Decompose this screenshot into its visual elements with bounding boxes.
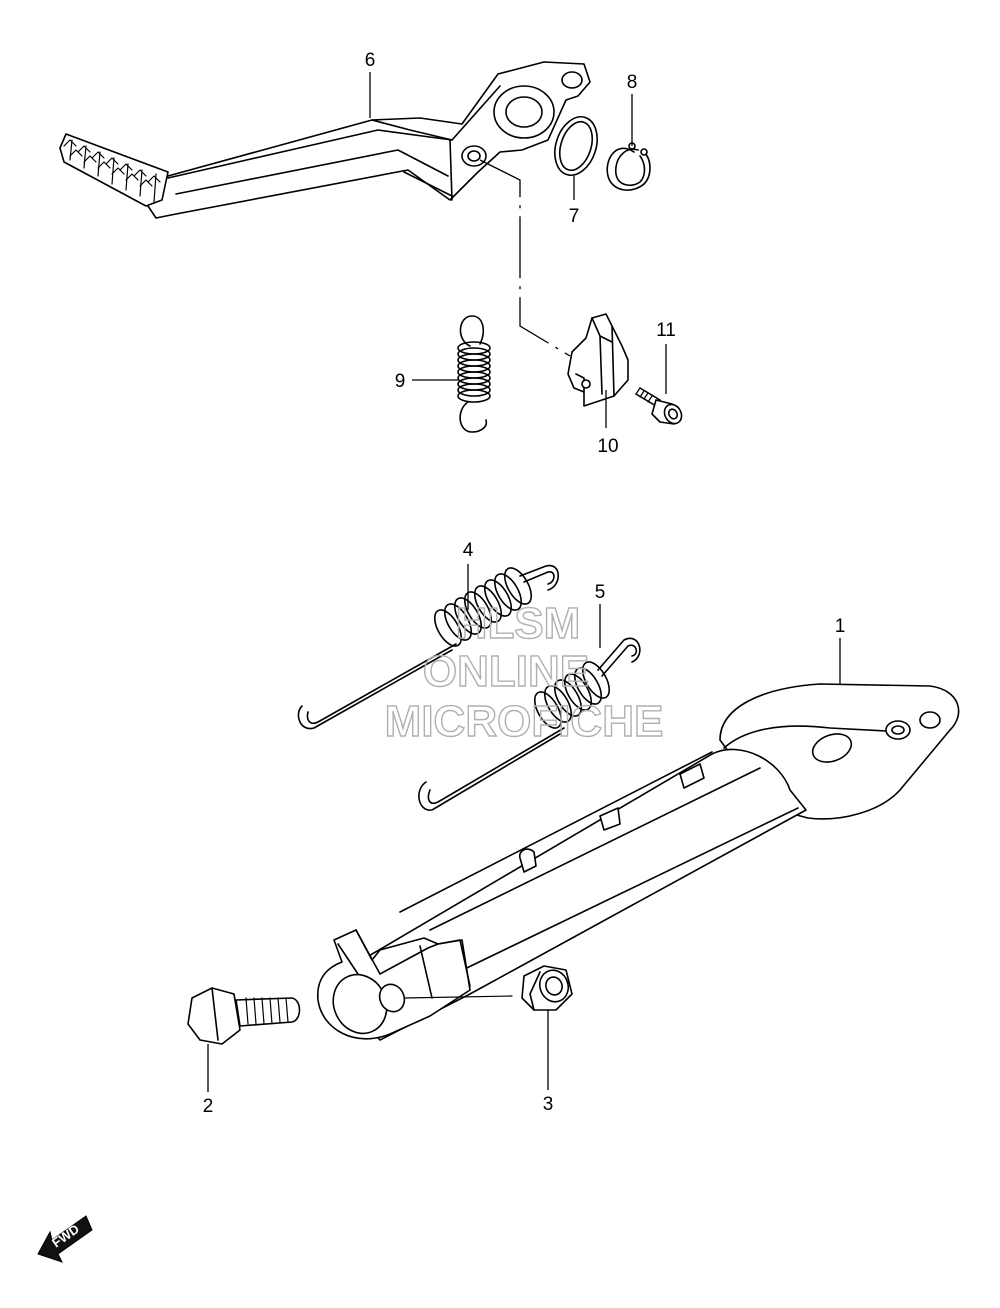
brake-pedal[interactable]	[59, 61, 591, 219]
washer[interactable]	[548, 111, 605, 180]
callout-5: 5	[595, 582, 606, 603]
svg-text:HLSM: HLSM	[456, 599, 581, 648]
assembly-line-pedal-bracket	[479, 159, 571, 357]
return-spring[interactable]	[457, 315, 491, 433]
leader-lines	[207, 72, 841, 1092]
callout-1: 1	[835, 616, 846, 637]
callout-7: 7	[569, 206, 580, 227]
watermark: HLSM ONLINE MICROFICHE	[384, 598, 664, 746]
pivot-nut[interactable]	[521, 965, 573, 1011]
callout-8: 8	[627, 72, 638, 93]
callout-2: 2	[203, 1096, 214, 1117]
assembly-line-pivot-nut	[403, 995, 513, 999]
side-stand[interactable]	[317, 683, 960, 1042]
stand-spring-5[interactable]	[418, 637, 641, 811]
callout-9: 9	[395, 371, 406, 392]
stand-spring-4[interactable]	[297, 564, 560, 730]
callout-3: 3	[543, 1094, 554, 1115]
callout-4: 4	[463, 540, 474, 561]
callout-10: 10	[597, 436, 618, 457]
fwd-direction-badge: FWD	[37, 1215, 93, 1263]
bracket[interactable]	[567, 313, 629, 407]
bolt-small[interactable]	[635, 387, 685, 427]
svg-text:MICROFICHE: MICROFICHE	[385, 697, 664, 746]
circlip[interactable]	[606, 142, 651, 191]
callout-6: 6	[365, 50, 376, 71]
callout-11: 11	[656, 320, 676, 341]
svg-text:ONLINE: ONLINE	[423, 647, 589, 696]
pivot-bolt[interactable]	[187, 987, 301, 1045]
